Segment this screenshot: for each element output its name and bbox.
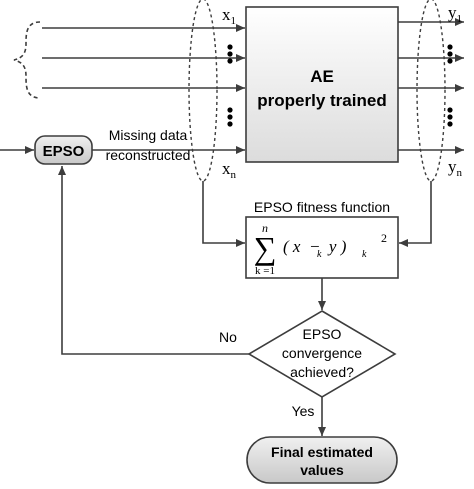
subscript-k-x: k — [317, 249, 322, 260]
subscript-k-y: k — [362, 249, 367, 260]
no-label: No — [219, 329, 237, 345]
final-values-line2: values — [300, 462, 344, 478]
missing-data-label-line2: reconstructed — [106, 147, 191, 163]
input-label-first: x1 — [222, 5, 236, 27]
fitness-function-box — [245, 216, 399, 279]
decision-line2: convergence — [282, 345, 362, 361]
output-ellipsis-dots — [447, 44, 453, 127]
input-group-brace — [13, 21, 41, 99]
final-values-line1: Final estimated — [271, 444, 373, 460]
sum-lower-limit: k =1 — [255, 265, 275, 277]
epso-node — [34, 135, 93, 165]
no-branch-connector — [58, 166, 249, 355]
final-values-terminal — [246, 436, 398, 484]
y-to-fitness-connector — [399, 181, 432, 247]
output-group-ellipse — [416, 0, 446, 182]
output-label-first: y1 — [448, 3, 462, 25]
decision-line3: achieved? — [290, 364, 354, 380]
x-to-fitness-connector — [202, 181, 245, 247]
fitness-function-title: EPSO fitness function — [254, 199, 390, 215]
autoencoder-title: AE — [310, 67, 334, 86]
yes-label: Yes — [292, 403, 315, 419]
decision-line1: EPSO — [303, 326, 342, 342]
autoencoder-subtitle: properly trained — [257, 91, 386, 110]
input-group-ellipse — [188, 0, 218, 182]
fitness-expression: ( x − y ) — [283, 237, 347, 256]
sum-symbol: ∑ — [254, 230, 277, 266]
output-label-last: yn — [448, 157, 463, 179]
epso-label: EPSO — [43, 143, 85, 160]
input-label-last: xn — [222, 159, 237, 181]
input-ellipsis-dots — [227, 44, 233, 127]
autoencoder-box — [245, 6, 399, 163]
sum-upper-limit: n — [262, 221, 268, 235]
missing-data-label-line1: Missing data — [109, 127, 188, 143]
exponent-2: 2 — [381, 231, 387, 245]
